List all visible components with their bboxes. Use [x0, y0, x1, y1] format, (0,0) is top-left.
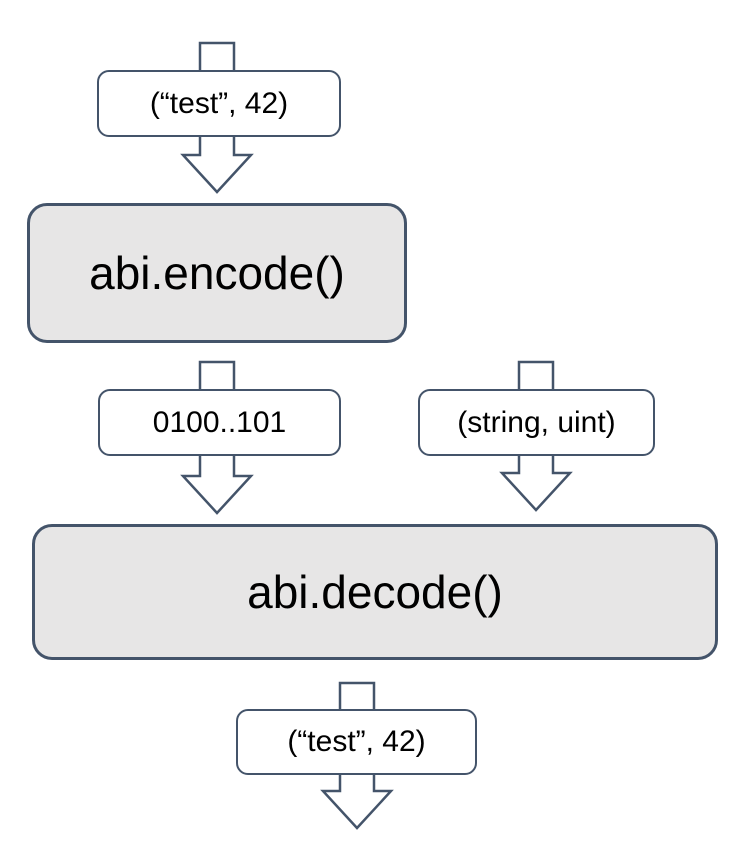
node-output-tuple-label: (“test”, 42) — [287, 725, 426, 758]
node-input-tuple: (“test”, 42) — [97, 70, 341, 137]
node-abi-encode-label: abi.encode() — [89, 247, 345, 299]
node-abi-decode: abi.decode() — [32, 524, 718, 660]
node-abi-encode: abi.encode() — [27, 203, 407, 343]
node-type-signature: (string, uint) — [418, 389, 655, 456]
node-abi-decode-label: abi.decode() — [247, 566, 503, 618]
node-encoded-bytes: 0100..101 — [98, 389, 341, 456]
node-encoded-bytes-label: 0100..101 — [152, 405, 287, 439]
node-input-tuple-label: (“test”, 42) — [149, 86, 289, 120]
node-output-tuple: (“test”, 42) — [236, 709, 477, 775]
node-type-signature-label: (string, uint) — [457, 405, 616, 439]
